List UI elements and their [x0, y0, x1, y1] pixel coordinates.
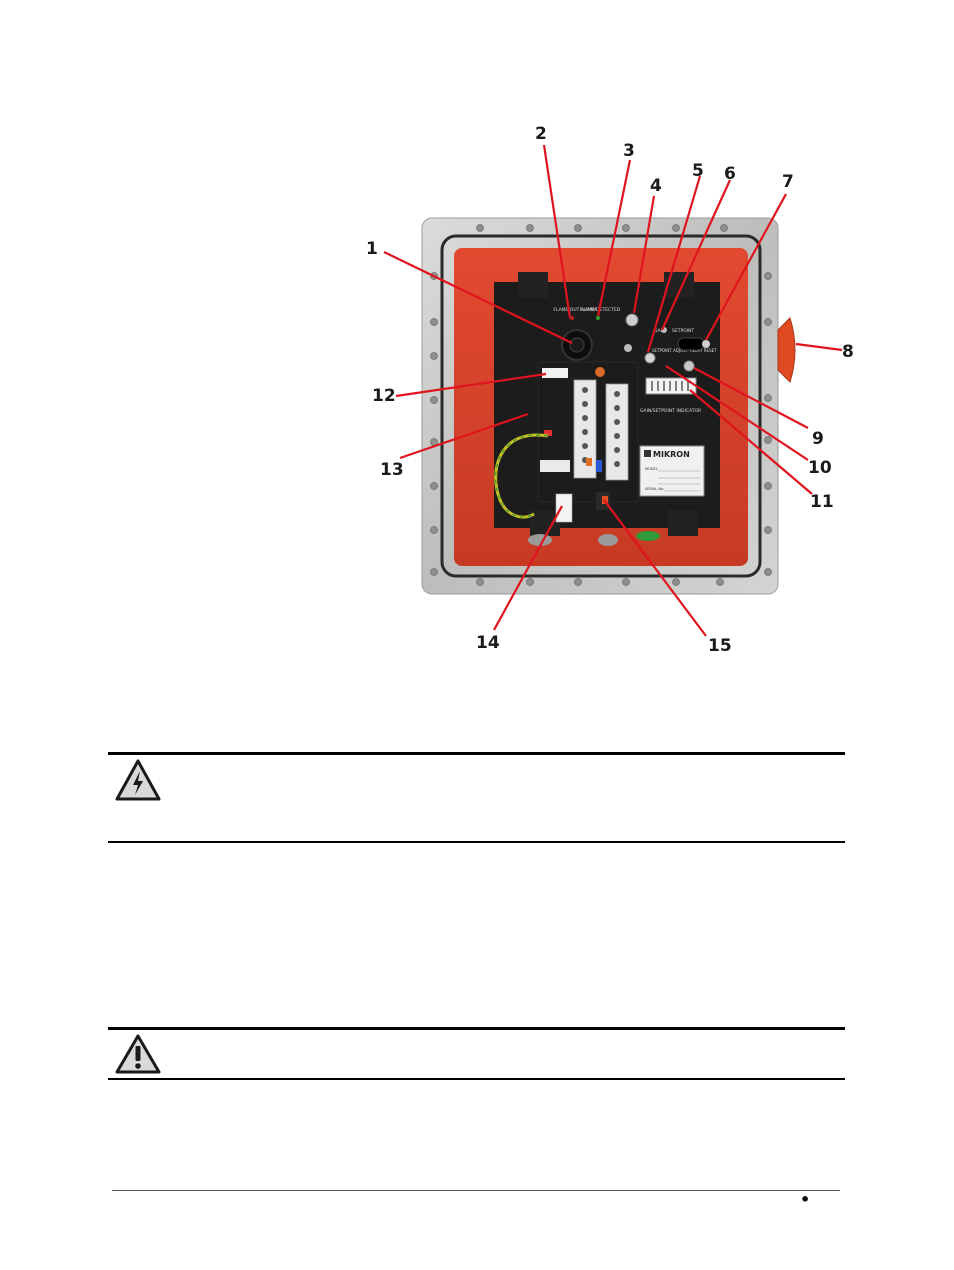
nameplate-serial: SERIAL No. — [645, 487, 664, 491]
warning-top-rule — [108, 752, 845, 755]
relay-reset-button — [683, 360, 695, 372]
callout-number-6: 6 — [724, 164, 736, 184]
callout-lines — [383, 144, 843, 637]
callout-number-10: 10 — [808, 458, 832, 478]
callout-number-1: 1 — [366, 239, 378, 259]
enclosure-gasket — [440, 234, 762, 578]
label-gain-setpoint-indicator: GAIN/SETPOINT INDICATOR — [640, 408, 701, 414]
callout-number-3: 3 — [623, 141, 635, 161]
callout-number-15: 15 — [708, 636, 732, 656]
caution-bottom-rule — [108, 1078, 845, 1080]
callout-number-5: 5 — [692, 161, 704, 181]
callout-number-14: 14 — [476, 633, 500, 653]
callout-number-9: 9 — [812, 429, 824, 449]
pcb-board — [537, 361, 639, 503]
connector-bottom — [555, 493, 573, 523]
footer-bullet: • — [800, 1190, 811, 1209]
caution-top-rule — [108, 1027, 845, 1030]
nameplate-brand: MIKRON — [653, 450, 690, 459]
plate-tab-bottom-right — [668, 510, 698, 536]
callout-number-13: 13 — [380, 460, 404, 480]
label-gain: GAIN — [654, 328, 665, 334]
terminal-block-right — [605, 383, 629, 481]
callout-number-11: 11 — [810, 492, 834, 512]
plate-tab-top-left — [518, 272, 548, 298]
flame-out-alarm-led — [570, 316, 574, 320]
footer-rule — [112, 1190, 840, 1191]
callout-number-8: 8 — [842, 342, 854, 362]
label-flame-out-alarm: FLAME OUT ALARM — [553, 307, 596, 313]
connector-top — [542, 368, 568, 378]
enclosure-figure: FLAME OUT ALARM FLAME DETECTED GAIN SETP… — [366, 124, 854, 656]
nameplate-model: MODEL — [645, 467, 658, 471]
callout-number-7: 7 — [782, 172, 794, 192]
conduit-entry-green — [636, 531, 660, 541]
gain-knob — [625, 313, 639, 327]
callout-number-2: 2 — [535, 124, 547, 144]
setpoint-adjust-knob — [644, 352, 656, 364]
warning-bottom-rule — [108, 841, 845, 843]
callout-number-4: 4 — [650, 176, 662, 196]
connector-middle — [540, 460, 570, 472]
label-setpoint: SETPOINT — [672, 328, 694, 334]
setpoint-jumper — [677, 337, 705, 351]
conduit-entry-middle — [598, 534, 618, 546]
electrical-hazard-icon — [115, 759, 161, 801]
plate-tab-bottom-left — [530, 510, 560, 536]
capacitor-orange — [595, 367, 605, 377]
caution-icon — [115, 1034, 161, 1074]
callout-number-12: 12 — [372, 386, 396, 406]
flange-bolts — [430, 224, 772, 586]
label-setpoint-adjust: SETPOINT ADJUST — [652, 348, 688, 353]
label-relay-reset: RELAY RESET — [690, 348, 717, 353]
flame-detected-led — [596, 316, 600, 320]
side-plug — [777, 317, 796, 383]
